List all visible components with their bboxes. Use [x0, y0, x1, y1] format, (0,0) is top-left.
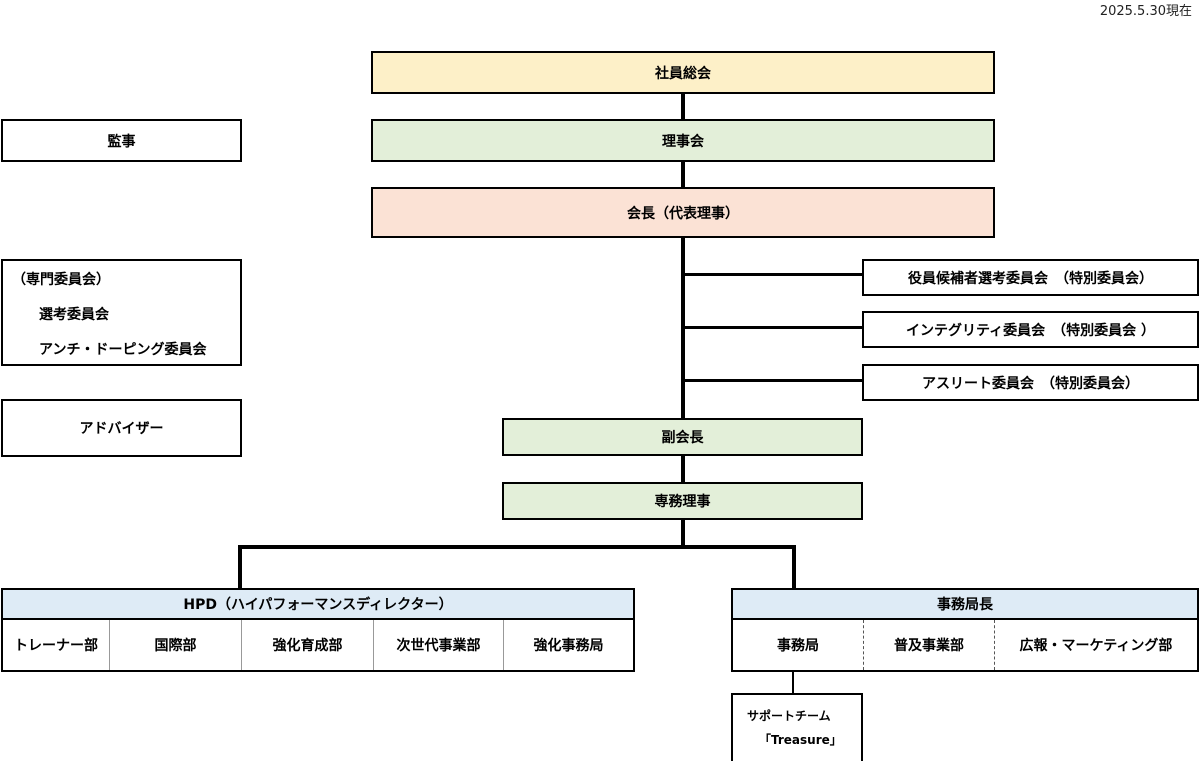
- general-assembly-box: 社員総会: [371, 51, 995, 94]
- special-committee-1-label: 役員候補者選考委員会 （特別委員会）: [908, 270, 1153, 287]
- connector-branch-right: [792, 545, 796, 590]
- advisor-label: アドバイザー: [79, 421, 164, 437]
- hpd-unit-label: トレーナー部: [14, 638, 98, 654]
- president-box: 会長（代表理事）: [371, 187, 995, 238]
- secretary-general-group: 事務局長 事務局 普及事業部 広報・マーケティング部: [731, 588, 1199, 672]
- connector-support-team: [792, 670, 794, 694]
- managing-director-label: 専務理事: [654, 494, 711, 510]
- anti-doping-committee-label: アンチ・ドーピング委員会: [39, 342, 207, 358]
- board-box: 理事会: [371, 119, 995, 162]
- vice-president-label: 副会長: [661, 430, 704, 446]
- secretary-general-header: 事務局長: [733, 590, 1197, 620]
- hpd-unit-label: 強化事務局: [533, 638, 604, 654]
- support-team-label-line2: 「Treasure」: [759, 733, 842, 747]
- selection-committee-label: 選考委員会: [39, 307, 109, 323]
- support-team-label-line1: サポートチーム: [747, 709, 831, 723]
- hpd-unit-label: 強化育成部: [272, 638, 343, 654]
- advisor-box: アドバイザー: [1, 399, 242, 457]
- hpd-unit: トレーナー部: [3, 620, 110, 670]
- special-committee-2-box: インテグリティ委員会 （特別委員会 ）: [862, 311, 1199, 348]
- committees-box: （専門委員会） 選考委員会 アンチ・ドーピング委員会: [1, 259, 242, 366]
- president-label: 会長（代表理事）: [627, 205, 739, 222]
- connector-special3: [683, 379, 863, 382]
- special-committee-2-label: インテグリティ委員会 （特別委員会 ）: [905, 322, 1156, 339]
- general-assembly-label: 社員総会: [655, 65, 711, 82]
- connector-special2: [683, 326, 863, 329]
- hpd-label: HPD（ハイパフォーマンスディレクター）: [183, 597, 453, 613]
- date-label: 2025.5.30現在: [1099, 4, 1192, 19]
- connector-branch-left: [238, 545, 242, 590]
- special-committee-3-box: アスリート委員会 （特別委員会）: [862, 364, 1199, 401]
- hpd-unit-label: 国際部: [154, 638, 197, 654]
- office-unit: 広報・マーケティング部: [995, 620, 1197, 670]
- hpd-unit: 強化事務局: [504, 620, 633, 670]
- special-committee-3-label: アスリート委員会 （特別委員会）: [922, 375, 1139, 392]
- secretary-general-label: 事務局長: [937, 597, 993, 613]
- office-unit-label: 事務局: [777, 638, 819, 654]
- office-unit: 普及事業部: [864, 620, 995, 670]
- connector-branch-horizontal: [238, 545, 796, 549]
- office-unit-label: 広報・マーケティング部: [1019, 638, 1173, 654]
- support-team-box: サポートチーム 「Treasure」: [731, 693, 863, 761]
- office-unit-label: 普及事業部: [894, 638, 964, 654]
- committees-header: （専門委員会）: [12, 272, 110, 288]
- special-committee-1-box: 役員候補者選考委員会 （特別委員会）: [862, 259, 1199, 296]
- hpd-unit: 強化育成部: [242, 620, 374, 670]
- connector-special1: [683, 273, 863, 276]
- hpd-unit: 国際部: [110, 620, 242, 670]
- hpd-unit: 次世代事業部: [374, 620, 504, 670]
- auditor-label: 監事: [107, 133, 136, 150]
- office-unit: 事務局: [733, 620, 864, 670]
- hpd-group: HPD（ハイパフォーマンスディレクター） トレーナー部 国際部 強化育成部 次世…: [1, 588, 635, 672]
- hpd-unit-label: 次世代事業部: [396, 638, 481, 654]
- auditor-box: 監事: [1, 119, 242, 162]
- hpd-header: HPD（ハイパフォーマンスディレクター）: [3, 590, 633, 620]
- board-label: 理事会: [662, 133, 704, 150]
- connector-main-vertical: [681, 92, 685, 547]
- vice-president-box: 副会長: [502, 418, 863, 456]
- managing-director-box: 専務理事: [502, 482, 863, 520]
